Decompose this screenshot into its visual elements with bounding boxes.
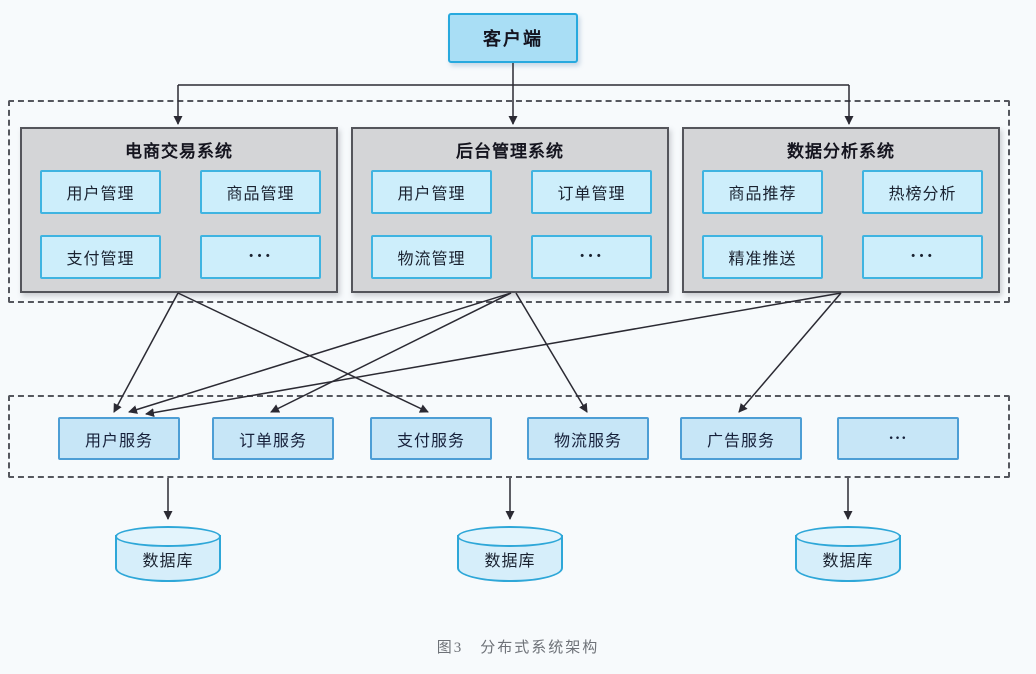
module-ellipsis: ··· <box>531 235 652 279</box>
cylinder-top-icon <box>457 526 563 547</box>
service-order: 订单服务 <box>212 417 334 460</box>
system-card-backend-management: 后台管理系统 用户管理 订单管理 物流管理 ··· <box>351 127 669 293</box>
service-ellipsis: ··· <box>837 417 959 460</box>
cylinder-top-icon <box>795 526 901 547</box>
client-label: 客户端 <box>483 29 543 49</box>
module-ellipsis: ··· <box>862 235 983 279</box>
module-hotlist-analysis: 热榜分析 <box>862 170 983 214</box>
service-logistics: 物流服务 <box>527 417 649 460</box>
service-payment: 支付服务 <box>370 417 492 460</box>
database-cylinder-2: 数据库 <box>457 526 563 584</box>
cylinder-top-icon <box>115 526 221 547</box>
system-card-data-analysis: 数据分析系统 商品推荐 热榜分析 精准推送 ··· <box>682 127 1000 293</box>
module-user-management: 用户管理 <box>371 170 492 214</box>
figure-caption: 图3 分布式系统架构 <box>436 640 600 656</box>
system-title: 数据分析系统 <box>787 142 895 161</box>
module-product-management: 商品管理 <box>200 170 321 214</box>
module-product-recommendation: 商品推荐 <box>702 170 823 214</box>
database-cylinder-3: 数据库 <box>795 526 901 584</box>
module-ellipsis: ··· <box>200 235 321 279</box>
service-advertising: 广告服务 <box>680 417 802 460</box>
system-title: 电商交易系统 <box>125 142 233 161</box>
client-node: 客户端 <box>448 13 578 63</box>
module-payment-management: 支付管理 <box>40 235 161 279</box>
database-label: 数据库 <box>822 553 874 570</box>
system-title: 后台管理系统 <box>456 142 564 161</box>
system-card-ecommerce-trading: 电商交易系统 用户管理 商品管理 支付管理 ··· <box>20 127 338 293</box>
database-label: 数据库 <box>484 553 536 570</box>
database-cylinder-1: 数据库 <box>115 526 221 584</box>
module-order-management: 订单管理 <box>531 170 652 214</box>
module-user-management: 用户管理 <box>40 170 161 214</box>
module-logistics-management: 物流管理 <box>371 235 492 279</box>
module-precision-push: 精准推送 <box>702 235 823 279</box>
database-label: 数据库 <box>142 553 194 570</box>
service-user: 用户服务 <box>58 417 180 460</box>
